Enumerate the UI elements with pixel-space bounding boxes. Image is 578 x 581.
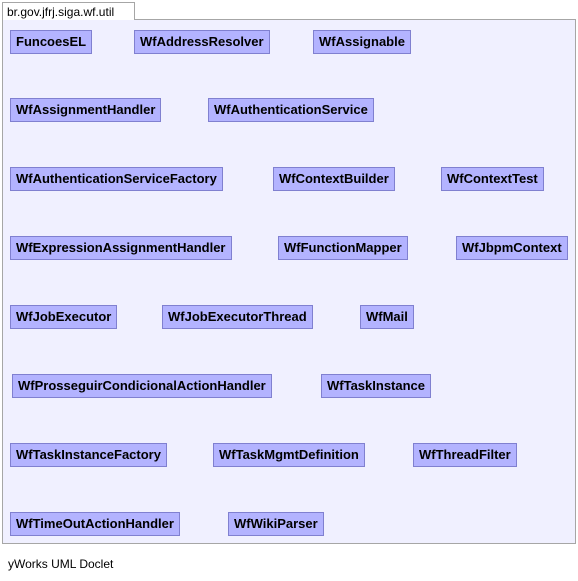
class-box-wffunctionmapper[interactable]: WfFunctionMapper (278, 236, 408, 260)
package-tab: br.gov.jfrj.siga.wf.util (2, 2, 135, 20)
class-box-wftimeoutactionhandler[interactable]: WfTimeOutActionHandler (10, 512, 180, 536)
class-box-wfjobexecutor[interactable]: WfJobExecutor (10, 305, 118, 329)
class-box-wfassignmenthandler[interactable]: WfAssignmentHandler (10, 98, 162, 122)
class-box-wfprosseguircondicionalactionhandler[interactable]: WfProsseguirCondicionalActionHandler (12, 374, 272, 398)
class-box-wftaskinstance[interactable]: WfTaskInstance (321, 374, 432, 398)
footer-credit: yWorks UML Doclet (8, 557, 114, 571)
class-box-wfauthenticationservice[interactable]: WfAuthenticationService (208, 98, 374, 122)
class-box-wfthreadfilter[interactable]: WfThreadFilter (413, 443, 517, 467)
class-box-wfaddressresolver[interactable]: WfAddressResolver (134, 30, 270, 54)
class-box-wfjbpmcontext[interactable]: WfJbpmContext (456, 236, 568, 260)
class-box-funcoesel[interactable]: FuncoesEL (10, 30, 93, 54)
class-box-wfassignable[interactable]: WfAssignable (313, 30, 411, 54)
class-box-wftaskmgmtdefinition[interactable]: WfTaskMgmtDefinition (213, 443, 365, 467)
class-box-wfexpressionassignmenthandler[interactable]: WfExpressionAssignmentHandler (10, 236, 232, 260)
class-box-wfauthenticationservicefactory[interactable]: WfAuthenticationServiceFactory (10, 167, 223, 191)
class-box-wfcontexttest[interactable]: WfContextTest (441, 167, 544, 191)
class-box-wfmail[interactable]: WfMail (360, 305, 414, 329)
class-box-wfjobexecutorthread[interactable]: WfJobExecutorThread (162, 305, 313, 329)
package-name: br.gov.jfrj.siga.wf.util (7, 5, 115, 19)
class-box-wfcontextbuilder[interactable]: WfContextBuilder (273, 167, 395, 191)
class-box-wfwikiparser[interactable]: WfWikiParser (228, 512, 324, 536)
class-box-wftaskinstancefactory[interactable]: WfTaskInstanceFactory (10, 443, 167, 467)
